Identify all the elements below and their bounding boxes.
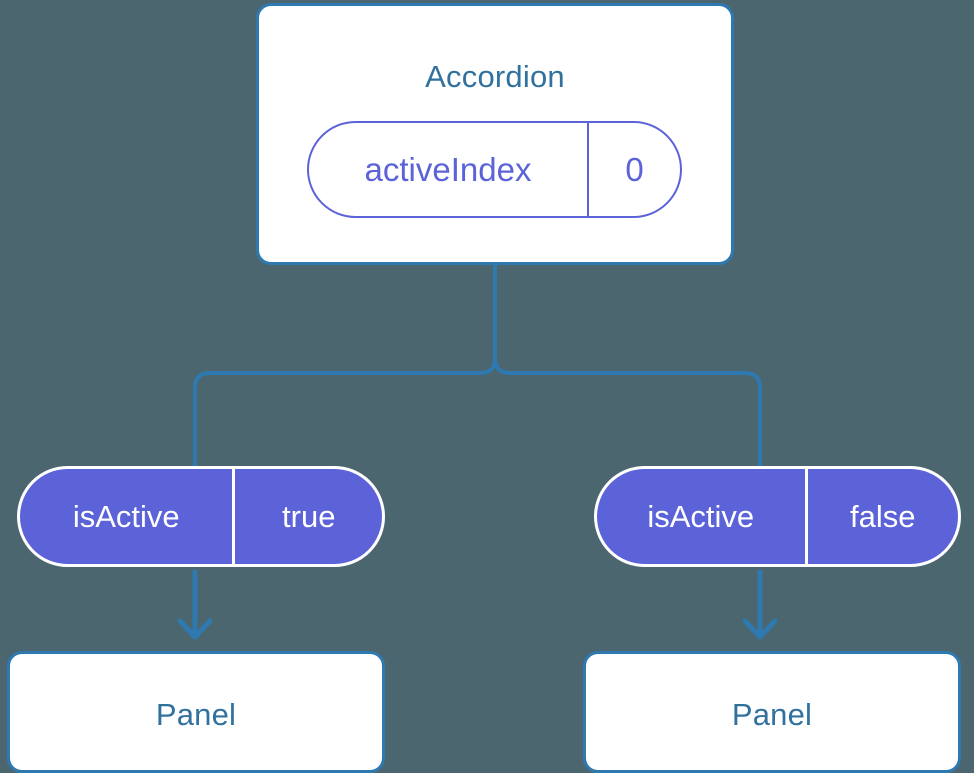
component-label-panel-right: Panel xyxy=(731,697,813,732)
connector-right-branch xyxy=(493,263,762,468)
prop-pill-value: 0 xyxy=(586,123,680,216)
arrow-head-left-icon xyxy=(177,618,213,640)
state-pill-is-active-false[interactable]: isActive false xyxy=(594,466,961,567)
state-pill-value: false xyxy=(804,469,958,564)
state-pill-key: isActive xyxy=(72,498,180,534)
component-label-panel-left: Panel xyxy=(155,697,237,732)
component-node-panel-right[interactable]: Panel xyxy=(583,651,961,773)
prop-pill-active-index[interactable]: activeIndex 0 xyxy=(307,121,682,218)
prop-pill-key: activeIndex xyxy=(364,150,532,188)
state-pill-value: true xyxy=(232,469,382,564)
component-node-panel-left[interactable]: Panel xyxy=(7,651,385,773)
state-pill-key: isActive xyxy=(647,498,755,534)
state-pill-is-active-true[interactable]: isActive true xyxy=(17,466,385,567)
component-label-accordion: Accordion xyxy=(425,59,565,94)
arrow-head-right-icon xyxy=(742,618,778,640)
connector-left-branch xyxy=(193,263,497,468)
